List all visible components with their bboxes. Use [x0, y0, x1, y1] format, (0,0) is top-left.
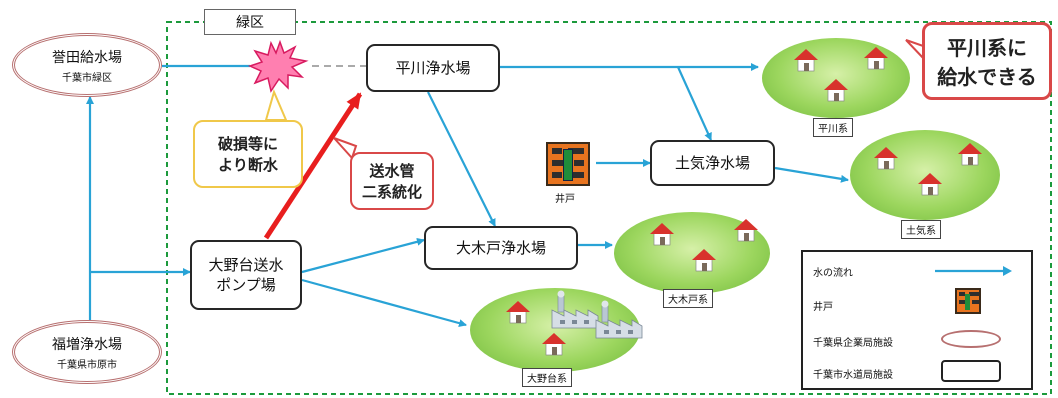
flow-hirakawa-to-ookido — [427, 91, 496, 227]
fukuzawa-name: 福増浄水場 — [52, 336, 122, 353]
legend-well-label: 井戸 — [813, 302, 833, 313]
legend-pref-label: 千葉県企業局施設 — [813, 338, 893, 349]
kashida-facility: 誉田給水場 千葉市緑区 — [12, 33, 162, 97]
legend-city-box — [941, 360, 1001, 382]
toke-facility: 土気浄水場 — [650, 140, 775, 186]
house-icon — [734, 219, 758, 242]
legend-pref-oval — [941, 330, 1001, 348]
damage-callout: 破損等に より断水 — [193, 120, 303, 188]
flow-toke-to-area — [774, 166, 849, 183]
legend: 水の流れ 井戸 千葉県企業局施設 千葉市水道局施設 — [801, 250, 1033, 390]
burst-icon — [247, 39, 309, 93]
house-icon — [506, 301, 530, 324]
well-icon — [546, 142, 590, 186]
dual-callout-tail — [333, 137, 358, 160]
hirakawa-area-label: 平川系 — [813, 118, 853, 137]
fukuzawa-facility: 福増浄水場 千葉県市原市 — [12, 320, 162, 384]
hirakawa-area — [762, 38, 910, 118]
district-boundary — [166, 21, 1052, 395]
house-icon — [864, 47, 888, 70]
house-icon — [692, 249, 716, 272]
ookido-facility: 大木戸浄水場 — [424, 226, 578, 270]
legend-well-icon — [955, 288, 981, 314]
house-icon — [794, 49, 818, 72]
damage-callout-tail — [264, 89, 288, 121]
house-icon — [958, 143, 982, 166]
toke-area-label: 土気系 — [901, 220, 941, 239]
flow-oonodai-to-area — [301, 278, 467, 328]
dual-pipe-arrow — [263, 92, 363, 240]
legend-city-label: 千葉市水道局施設 — [813, 370, 893, 381]
factory-icon — [595, 300, 643, 339]
well-label: 井戸 — [555, 194, 575, 205]
oonodai-facility: 大野台送水 ポンプ場 — [190, 240, 302, 310]
oonodai-area-label: 大野台系 — [522, 368, 572, 387]
legend-flow-label: 水の流れ — [813, 268, 853, 279]
kashida-name: 誉田給水場 — [52, 49, 122, 66]
toke-area — [850, 130, 1000, 220]
ookido-area-label: 大木戸系 — [663, 289, 713, 308]
fukuzawa-location: 千葉県市原市 — [57, 359, 117, 371]
district-label: 緑区 — [204, 9, 296, 35]
legend-flow-arrow — [935, 266, 1012, 276]
house-icon — [874, 147, 898, 170]
factory-icon — [551, 290, 599, 329]
flow-hirakawa-to-toke — [676, 66, 713, 141]
hirakawa-facility: 平川浄水場 — [366, 44, 500, 92]
house-icon — [542, 333, 566, 356]
house-icon — [824, 79, 848, 102]
house-icon — [650, 223, 674, 246]
flow-oonodai-to-ookido — [301, 237, 425, 274]
kashida-location: 千葉市緑区 — [62, 72, 112, 84]
house-icon — [918, 173, 942, 196]
dual-pipe-callout: 送水管 二系統化 — [350, 152, 434, 210]
supply-callout: 平川系に 給水できる — [922, 22, 1052, 100]
